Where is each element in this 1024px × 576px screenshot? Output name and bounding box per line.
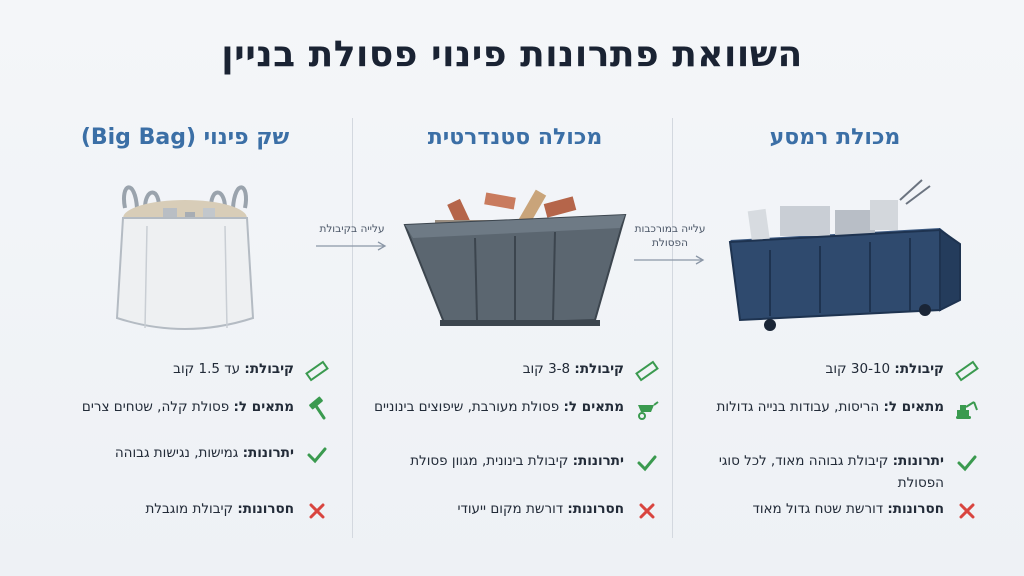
capacity-value: 30-10 קוב <box>825 361 895 377</box>
disadvantages-label: חסרונות: <box>237 501 294 517</box>
check-icon <box>957 455 977 472</box>
big-bag-illustration <box>40 164 330 364</box>
disadvantages-row: חסרונות: דורשת שטח גדול מאוד <box>690 498 980 524</box>
column-heading: מכולה סטנדרטית <box>427 125 603 150</box>
capacity-row: קיבולת: עד 1.5 קוב <box>40 358 330 384</box>
disadvantages-row: חסרונות: קיבולת מוגבלת <box>40 498 330 524</box>
disadvantages-row: חסרונות: דורשת מקום ייעודי <box>370 498 660 524</box>
advantages-value: קיבולת בינונית, מגוון פסולת <box>410 453 573 469</box>
suited-for-row: מתאים ל: פסולת מעורבת, שיפוצים בינוניים <box>370 396 660 422</box>
column-divider <box>352 118 353 538</box>
arrow-right-icon <box>634 255 705 265</box>
advantages-row: יתרונות: גמישות, נגישות גבוהה <box>40 442 330 468</box>
skip-container-illustration <box>370 164 660 364</box>
capacity-value: עד 1.5 קוב <box>173 361 245 377</box>
suited-for-row: מתאים ל: פסולת קלה, שטחים צרים <box>40 396 330 422</box>
advantages-label: יתרונות: <box>572 453 624 469</box>
suited-for-value: הריסות, עבודות בנייה גדולות <box>716 399 884 415</box>
column-standard-container: מכולה סטנדרטית קיבולת: 3-8 קוב מתאים ל: … <box>370 120 660 519</box>
excavator-icon <box>956 401 978 419</box>
hammer-icon <box>309 396 326 420</box>
column-heading: שק פינוי (Big Bag) <box>80 125 290 150</box>
disadvantages-value: דורשת מקום ייעודי <box>457 501 568 517</box>
ruler-icon <box>305 360 329 382</box>
suited-for-value: פסולת מעורבת, שיפוצים בינוניים <box>374 399 564 415</box>
capacity-arrow: עלייה בקיבולת <box>312 222 392 252</box>
column-heading: מכולת רמסע <box>769 125 901 150</box>
wheelbarrow-icon <box>638 401 659 420</box>
suited-for-label: מתאים ל: <box>233 399 294 415</box>
column-big-bag: שק פינוי (Big Bag) קיבולת: עד 1.5 קוב מת… <box>40 120 330 519</box>
complexity-arrow: עלייה במורכבות הפסולת <box>630 222 710 266</box>
capacity-row: קיבולת: 30-10 קוב <box>690 358 980 384</box>
disadvantages-value: דורשת שטח גדול מאוד <box>752 501 888 517</box>
column-divider <box>672 118 673 538</box>
advantages-value: גמישות, נגישות גבוהה <box>114 445 243 461</box>
complexity-arrow-label: עלייה במורכבות הפסולת <box>634 223 706 249</box>
advantages-label: יתרונות: <box>242 445 294 461</box>
disadvantages-value: קיבולת מוגבלת <box>145 501 238 517</box>
check-icon <box>637 455 657 472</box>
column-roll-off-container: מכולת רמסע קיבולת: 30-10 קוב מתאים <box>690 120 980 519</box>
disadvantages-label: חסרונות: <box>887 501 944 517</box>
suited-for-label: מתאים ל: <box>563 399 624 415</box>
capacity-value: 3-8 קוב <box>522 361 575 377</box>
capacity-label: קיבולת: <box>244 361 294 377</box>
ruler-icon <box>955 360 979 382</box>
capacity-row: קיבולת: 3-8 קוב <box>370 358 660 384</box>
advantages-row: יתרונות: קיבולת גבוהה מאוד, לכל סוגי הפס… <box>690 450 980 494</box>
x-icon <box>639 503 655 519</box>
check-icon <box>307 447 327 464</box>
x-icon <box>959 503 975 519</box>
dumpster-container-illustration <box>690 164 980 364</box>
capacity-label: קיבולת: <box>894 361 944 377</box>
suited-for-row: מתאים ל: הריסות, עבודות בנייה גדולות <box>690 396 980 422</box>
x-icon <box>309 503 325 519</box>
advantages-row: יתרונות: קיבולת בינונית, מגוון פסולת <box>370 450 660 476</box>
suited-for-value: פסולת קלה, שטחים צרים <box>81 399 234 415</box>
capacity-label: קיבולת: <box>574 361 624 377</box>
arrow-right-icon <box>316 241 387 251</box>
advantages-value: קיבולת גבוהה מאוד, לכל סוגי הפסולת <box>718 453 944 491</box>
page-title: השוואת פתרונות פינוי פסולת בניין <box>221 34 803 75</box>
advantages-label: יתרונות: <box>892 453 944 469</box>
capacity-arrow-label: עלייה בקיבולת <box>319 223 385 235</box>
ruler-icon <box>635 360 659 382</box>
suited-for-label: מתאים ל: <box>883 399 944 415</box>
disadvantages-label: חסרונות: <box>567 501 624 517</box>
